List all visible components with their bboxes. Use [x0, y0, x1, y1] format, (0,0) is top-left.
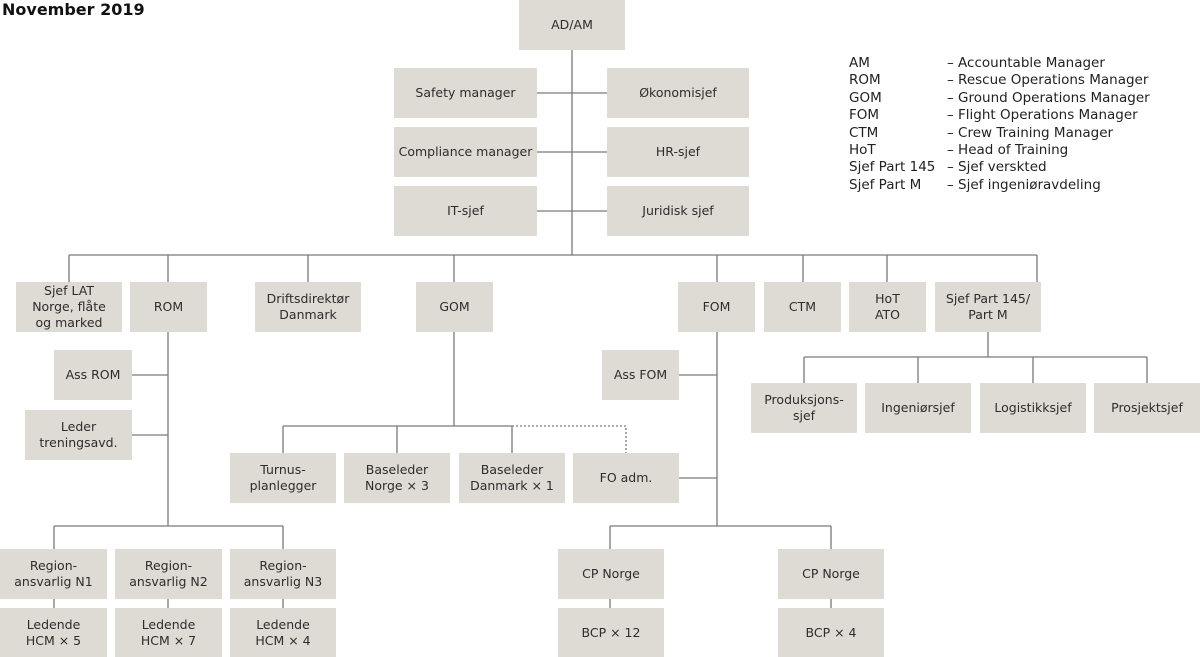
node-prosjektsjef: Prosjektsjef — [1094, 383, 1200, 433]
chart-title: November 2019 — [2, 0, 145, 19]
legend-desc: – Sjef ingeniøravdeling — [947, 176, 1101, 193]
node-compliance-manager: Compliance manager — [394, 127, 537, 177]
legend: AM – Accountable Manager ROM – Rescue Oper… — [849, 55, 1150, 194]
node-region-n1: Region- ansvarlig N1 — [0, 549, 107, 599]
legend-row: AM – Accountable Manager — [849, 55, 1150, 72]
node-leder-treningsavd: Leder treningsavd. — [25, 410, 132, 460]
legend-abbr: HoT — [849, 142, 876, 159]
node-baseleder-danmark: Baseleder Danmark × 1 — [459, 453, 565, 503]
node-turnusplanlegger: Turnus- planlegger — [230, 453, 336, 503]
node-rom: ROM — [130, 282, 207, 332]
node-bcp-4: BCP × 4 — [778, 608, 884, 657]
node-hcm-4: Ledende HCM × 4 — [230, 608, 336, 657]
node-sjef-lat: Sjef LAT Norge, flåte og marked — [16, 282, 122, 332]
legend-row: GOM – Ground Operations Manager — [849, 90, 1150, 107]
node-cp-norge-1: CP Norge — [558, 549, 664, 599]
legend-row: HoT – Head of Training — [849, 142, 1150, 159]
legend-abbr: Sjef Part 145 — [849, 159, 936, 176]
legend-abbr: Sjef Part M — [849, 176, 922, 193]
legend-row: FOM – Flight Operations Manager — [849, 107, 1150, 124]
node-cp-norge-2: CP Norge — [778, 549, 884, 599]
node-hcm-7: Ledende HCM × 7 — [115, 608, 222, 657]
node-juridisk-sjef: Juridisk sjef — [607, 186, 749, 236]
node-bcp-12: BCP × 12 — [558, 608, 664, 657]
dotted-connector — [512, 425, 627, 453]
legend-row: ROM – Rescue Operations Manager — [849, 72, 1150, 89]
node-driftsdirektor: Driftsdirektør Danmark — [255, 282, 361, 332]
legend-abbr: FOM — [849, 107, 880, 124]
legend-desc: – Head of Training — [947, 142, 1069, 159]
node-sjef-part-145: Sjef Part 145/ Part M — [935, 282, 1041, 332]
node-hot-ato: HoT ATO — [849, 282, 926, 332]
node-safety-manager: Safety manager — [394, 68, 537, 118]
legend-desc: – Accountable Manager — [947, 55, 1105, 71]
node-fo-adm: FO adm. — [573, 453, 679, 503]
legend-row: CTM – Crew Training Manager — [849, 125, 1150, 142]
legend-desc: – Sjef verskted — [947, 159, 1047, 176]
node-region-n3: Region- ansvarlig N3 — [230, 549, 336, 599]
node-baseleder-norge: Baseleder Norge × 3 — [344, 453, 450, 503]
legend-abbr: ROM — [849, 72, 881, 89]
node-ass-rom: Ass ROM — [54, 350, 132, 400]
legend-abbr: GOM — [849, 89, 882, 106]
node-hcm-5: Ledende HCM × 5 — [0, 608, 107, 657]
node-produksjonssjef: Produksjons- sjef — [751, 383, 857, 433]
legend-desc: – Rescue Operations Manager — [947, 72, 1149, 89]
legend-desc: – Crew Training Manager — [947, 124, 1114, 141]
node-ad-am: AD/AM — [519, 0, 625, 50]
legend-abbr: AM — [849, 55, 870, 71]
node-it-sjef: IT-sjef — [394, 186, 537, 236]
legend-desc: – Ground Operations Manager — [947, 89, 1150, 106]
node-region-n2: Region- ansvarlig N2 — [115, 549, 222, 599]
node-ass-fom: Ass FOM — [602, 350, 679, 400]
node-ctm: CTM — [764, 282, 841, 332]
legend-abbr: CTM — [849, 124, 879, 141]
legend-row: Sjef Part M – Sjef ingeniøravdeling — [849, 177, 1150, 194]
legend-desc: – Flight Operations Manager — [947, 107, 1138, 124]
node-gom: GOM — [416, 282, 493, 332]
node-hr-sjef: HR-sjef — [607, 127, 749, 177]
node-fom: FOM — [678, 282, 755, 332]
legend-row: Sjef Part 145 – Sjef verskted — [849, 159, 1150, 176]
node-okonomisjef: Økonomisjef — [607, 68, 749, 118]
node-ingeniorsjef: Ingeniørsjef — [865, 383, 971, 433]
node-logistikksjef: Logistikksjef — [980, 383, 1086, 433]
